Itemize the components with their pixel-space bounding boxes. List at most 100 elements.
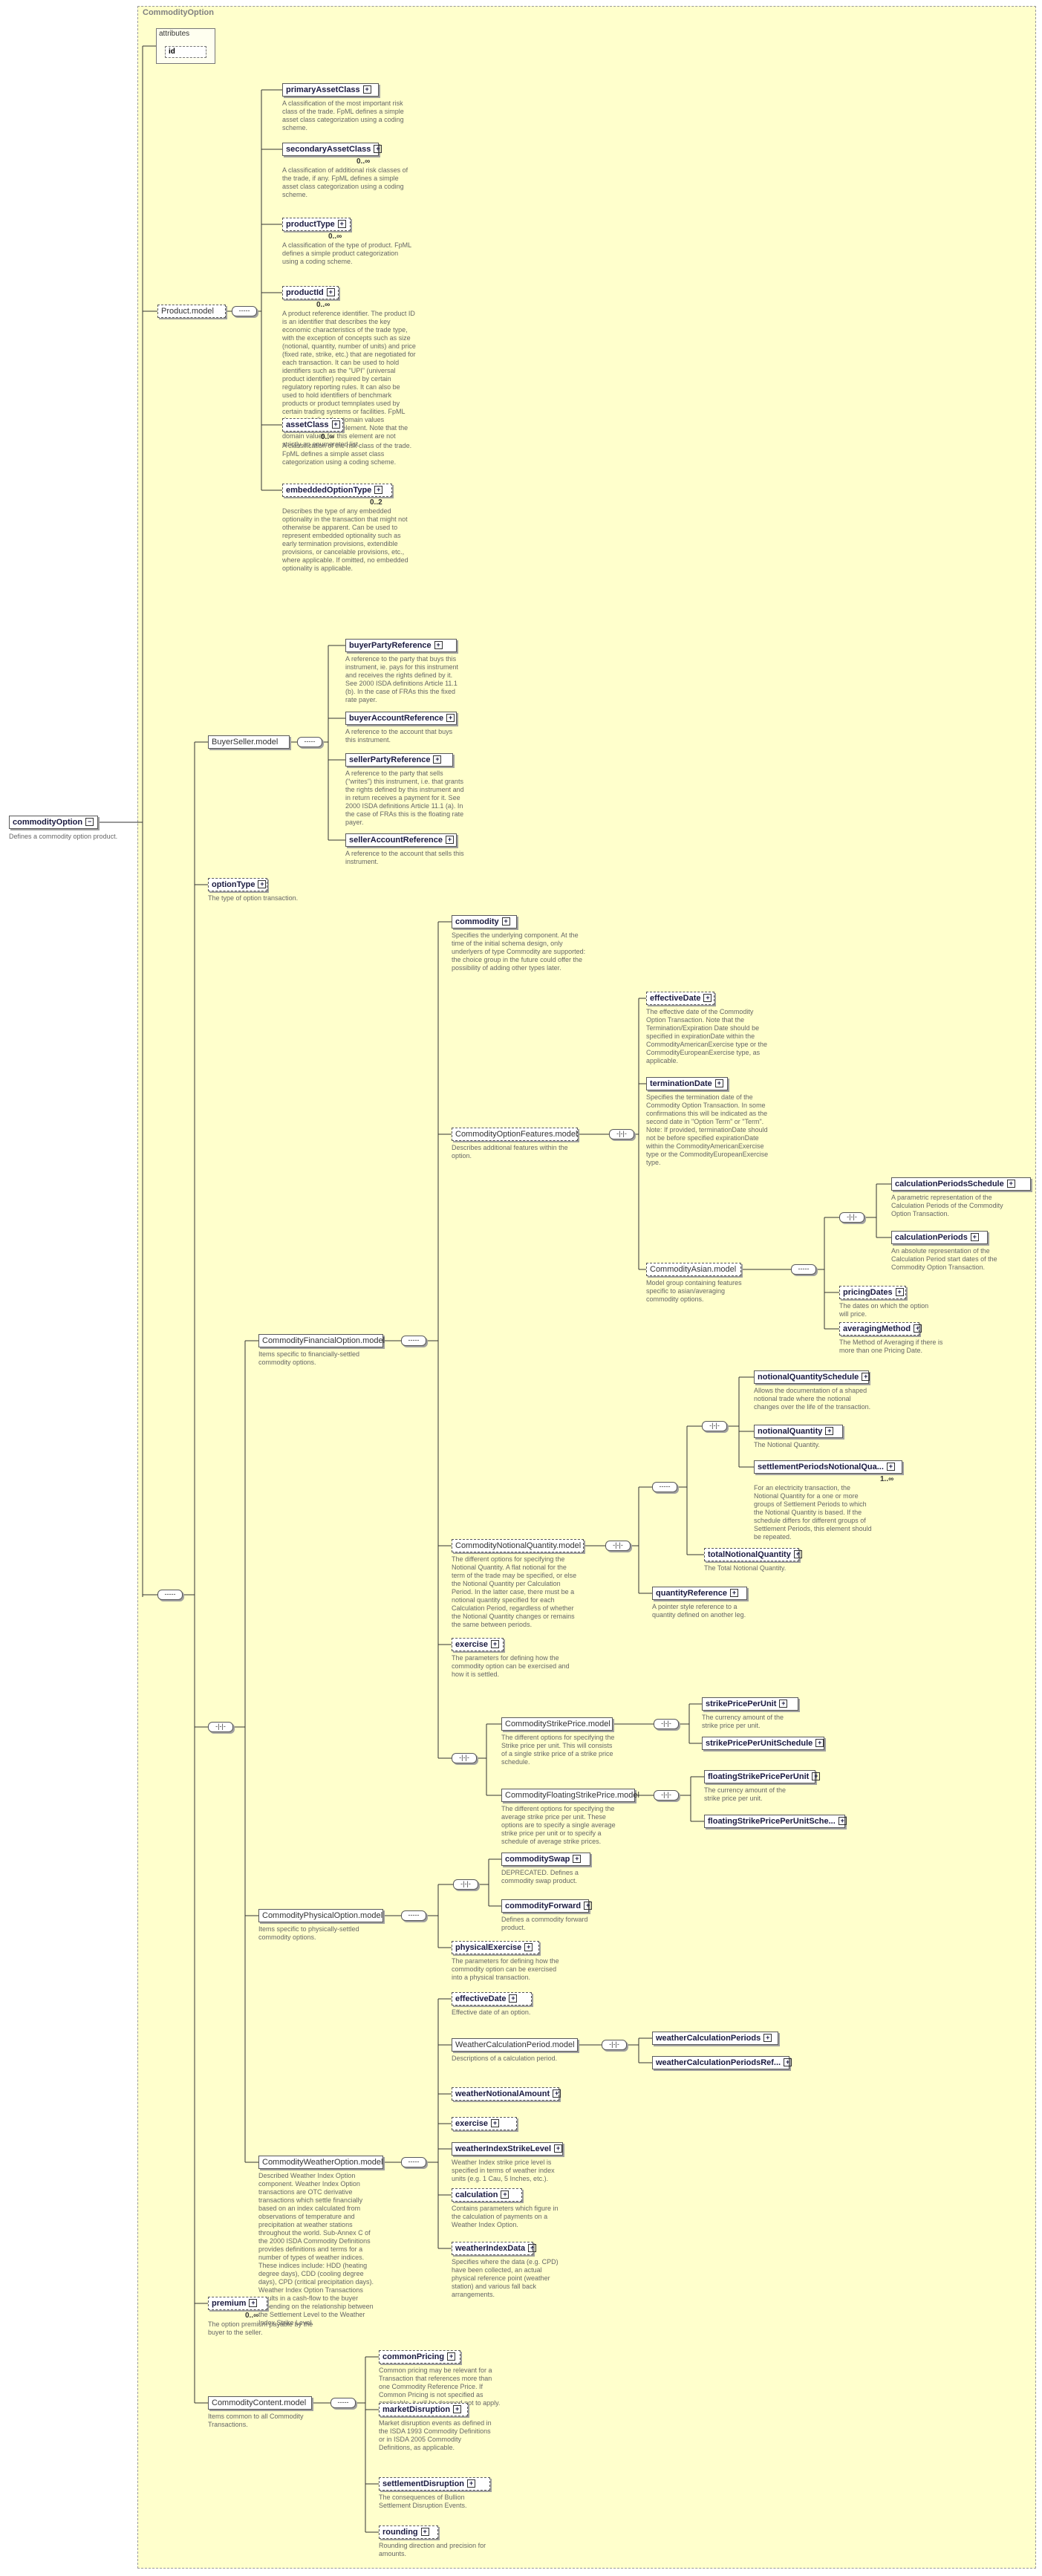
node-description: The consequences of Bullion Settlement D… (379, 2494, 467, 2509)
sequence-compositor-icon[interactable]: ----- (401, 1336, 426, 1346)
node-productid[interactable]: productId+ (282, 286, 339, 299)
expand-plus-icon: + (374, 145, 382, 153)
node-buyeraccountreference[interactable]: buyerAccountReference+ (345, 712, 457, 725)
expand-plus-icon: + (467, 2479, 476, 2488)
node-effectivedate[interactable]: effectiveDate+ (452, 1992, 532, 2006)
node-producttype[interactable]: productType+ (282, 218, 351, 231)
node-floatingstrikepriceperunit[interactable]: floatingStrikePricePerUnit+ (704, 1770, 821, 1783)
node-commodityfloatingstrikeprice-model[interactable]: CommodityFloatingStrikePrice.model (501, 1789, 639, 1802)
expand-plus-icon: + (509, 1994, 518, 2003)
cardinality-label: 1..∞ (880, 1475, 894, 1483)
node-notionalquantityschedule[interactable]: notionalQuantitySchedule+ (754, 1370, 870, 1384)
node-quantityreference[interactable]: quantityReference+ (652, 1587, 747, 1600)
node-commoditycontent-model[interactable]: CommodityContent.model (208, 2396, 312, 2410)
node-commoditystrikeprice-model[interactable]: CommodityStrikePrice.model (501, 1717, 613, 1731)
node-description: DEPRECATED. Defines a commodity swap pro… (501, 1869, 579, 1884)
node-weatherindexdata[interactable]: weatherIndexData+ (452, 2242, 537, 2255)
node-selleraccountreference[interactable]: sellerAccountReference+ (345, 833, 457, 847)
node-pricingdates[interactable]: pricingDates+ (839, 1286, 906, 1299)
node-commodity[interactable]: commodity+ (452, 915, 517, 928)
sequence-compositor-icon[interactable]: ----- (652, 1482, 677, 1492)
node-strikepriceperunitschedule[interactable]: strikePricePerUnitSchedule+ (702, 1737, 824, 1750)
choice-compositor-icon[interactable]: -|-|- (654, 1790, 679, 1801)
node-calculationperiodsschedule[interactable]: calculationPeriodsSchedule+ (891, 1177, 1031, 1191)
expand-plus-icon: + (838, 1817, 847, 1825)
sequence-compositor-icon[interactable]: ----- (232, 306, 257, 316)
node-weathercalculationperiod-model[interactable]: WeatherCalculationPeriod.model (452, 2038, 578, 2052)
root-element-commodity-option[interactable]: commodityOption− (9, 816, 98, 829)
sequence-compositor-icon[interactable]: ----- (401, 2157, 426, 2167)
sequence-compositor-icon[interactable]: ----- (401, 1910, 426, 1921)
node-calculationperiods[interactable]: calculationPeriods+ (891, 1231, 988, 1244)
node-calculation[interactable]: calculation+ (452, 2188, 522, 2202)
node-weatherindexstrikelevel[interactable]: weatherIndexStrikeLevel+ (452, 2142, 563, 2156)
node-premium[interactable]: premium+ (208, 2297, 267, 2310)
choice-compositor-icon[interactable]: -|-|- (453, 1879, 478, 1890)
choice-compositor-icon[interactable]: -|-|- (605, 1541, 631, 1551)
choice-compositor-icon[interactable]: -|-|- (602, 2040, 627, 2050)
expand-plus-icon: + (584, 1902, 593, 1910)
node-label: productId (286, 288, 324, 297)
sequence-compositor-icon[interactable]: ----- (791, 1264, 816, 1275)
node-secondaryassetclass[interactable]: secondaryAssetClass+ (282, 143, 382, 156)
node-description: A classification of the type of product.… (282, 241, 411, 265)
node-sellerpartyreference[interactable]: sellerPartyReference+ (345, 753, 453, 767)
expand-plus-icon: + (573, 1855, 582, 1863)
node-totalnotionalquantity[interactable]: totalNotionalQuantity+ (704, 1548, 802, 1561)
expand-plus-icon: + (326, 288, 335, 296)
node-optiontype[interactable]: optionType+ (208, 878, 267, 891)
node-commodityforward[interactable]: commodityForward+ (501, 1899, 593, 1913)
sequence-compositor-icon[interactable]: ----- (297, 737, 322, 747)
sequence-compositor-icon[interactable]: ----- (330, 2398, 356, 2408)
node-strikepriceperunit[interactable]: strikePricePerUnit+ (702, 1697, 798, 1711)
node-physicalexercise[interactable]: physicalExercise+ (452, 1941, 539, 1954)
cardinality-label: 0..∞ (245, 2312, 259, 2320)
node-exercise[interactable]: exercise+ (452, 2117, 517, 2130)
node-commodityasian-model[interactable]: CommodityAsian.model (646, 1263, 741, 1276)
node-floatingstrikepriceperunitsche[interactable]: floatingStrikePricePerUnitSche...+ (704, 1815, 847, 1828)
node-weathercalculationperiods[interactable]: weatherCalculationPeriods+ (652, 2032, 778, 2045)
node-description: A classification of the risk class of th… (282, 442, 412, 466)
choice-compositor-icon[interactable]: -|-|- (609, 1129, 634, 1139)
node-commoditynotionalquantity-model[interactable]: CommodityNotionalQuantity.model (452, 1539, 584, 1552)
choice-compositor-icon[interactable]: -|-|- (702, 1421, 727, 1431)
node-product-model[interactable]: Product.model (157, 305, 226, 318)
sequence-compositor-icon[interactable]: ----- (157, 1590, 183, 1600)
node-weathernotionalamount[interactable]: weatherNotionalAmount+ (452, 2087, 561, 2101)
node-settlementperiodsnotionalqua[interactable]: settlementPeriodsNotionalQua...+ (754, 1460, 902, 1474)
node-commodityfinancialoption-model[interactable]: CommodityFinancialOption.model (258, 1334, 385, 1347)
cardinality-label: 0..∞ (356, 157, 371, 166)
node-embeddedoptiontype[interactable]: embeddedOptionType+ (282, 484, 392, 497)
node-label: buyerAccountReference (349, 714, 444, 723)
choice-compositor-icon[interactable]: -|-|- (654, 1719, 679, 1729)
node-label: weatherNotionalAmount (455, 2089, 550, 2098)
node-rounding[interactable]: rounding+ (379, 2525, 438, 2539)
node-label: settlementDisruption (382, 2479, 465, 2488)
node-averagingmethod[interactable]: averagingMethod+ (839, 1322, 922, 1336)
node-weathercalculationperiodsref[interactable]: weatherCalculationPeriodsRef...+ (652, 2056, 792, 2069)
node-exercise[interactable]: exercise+ (452, 1638, 504, 1651)
node-buyerpartyreference[interactable]: buyerPartyReference+ (345, 639, 457, 652)
node-commodityweatheroption-model[interactable]: CommodityWeatherOption.model (258, 2156, 383, 2169)
node-assetclass[interactable]: assetClass+ (282, 418, 343, 432)
choice-compositor-icon[interactable]: -|-|- (839, 1212, 864, 1223)
node-commodityphysicaloption-model[interactable]: CommodityPhysicalOption.model (258, 1909, 383, 1922)
choice-compositor-icon[interactable]: -|-|- (208, 1722, 233, 1732)
node-effectivedate[interactable]: effectiveDate+ (646, 992, 714, 1005)
node-settlementdisruption[interactable]: settlementDisruption+ (379, 2477, 490, 2491)
node-marketdisruption[interactable]: marketDisruption+ (379, 2403, 468, 2416)
node-description: The currency amount of the strike price … (704, 1786, 787, 1802)
node-terminationdate[interactable]: terminationDate+ (646, 1077, 728, 1090)
node-primaryassetclass[interactable]: primaryAssetClass+ (282, 83, 379, 97)
node-commodityoptionfeatures-model[interactable]: CommodityOptionFeatures.model (452, 1128, 578, 1141)
node-buyerseller-model[interactable]: BuyerSeller.model (208, 735, 290, 749)
expand-plus-icon: + (374, 486, 383, 494)
node-label: weatherIndexStrikeLevel (455, 2144, 552, 2153)
choice-compositor-icon[interactable]: -|-|- (452, 1753, 477, 1763)
node-commonpricing[interactable]: commonPricing+ (379, 2350, 460, 2364)
expand-plus-icon: + (337, 220, 346, 228)
expand-plus-icon: + (763, 2034, 772, 2042)
node-notionalquantity[interactable]: notionalQuantity+ (754, 1425, 843, 1438)
node-commodityswap[interactable]: commoditySwap+ (501, 1853, 590, 1866)
node-label: commonPricing (382, 2352, 445, 2361)
